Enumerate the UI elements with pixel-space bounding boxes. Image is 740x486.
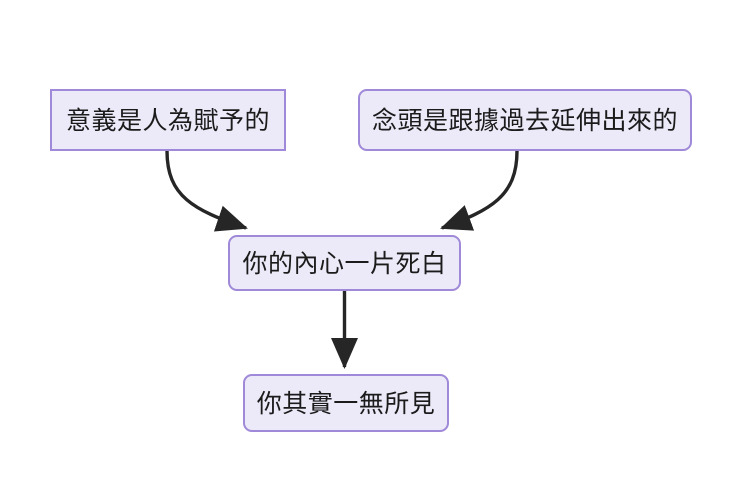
node-blank-label: 你的內心一片死白 <box>242 248 447 278</box>
edge-thought-to-blank <box>440 150 519 231</box>
node-nothing-label: 你其實一無所見 <box>256 388 436 418</box>
edge-meaning-to-blank <box>165 150 248 232</box>
node-meaning[interactable]: 意義是人為賦予的 <box>50 89 286 151</box>
node-thought[interactable]: 念頭是跟據過去延伸出來的 <box>358 89 692 151</box>
node-blank[interactable]: 你的內心一片死白 <box>228 235 461 291</box>
node-meaning-label: 意義是人為賦予的 <box>65 105 270 135</box>
node-nothing[interactable]: 你其實一無所見 <box>243 374 449 432</box>
node-thought-label: 念頭是跟據過去延伸出來的 <box>371 105 678 135</box>
